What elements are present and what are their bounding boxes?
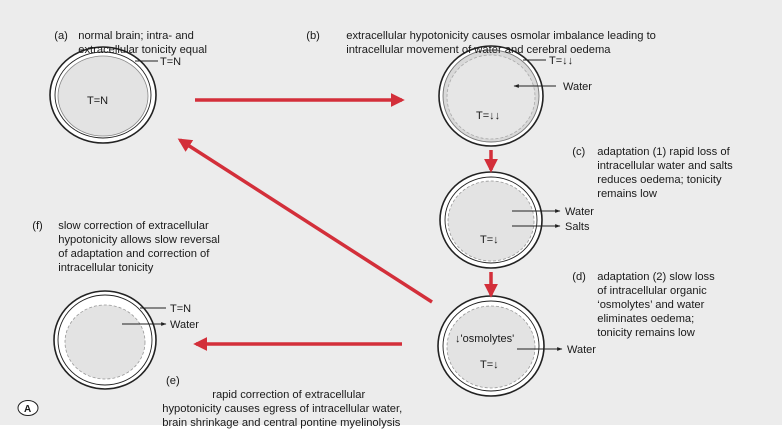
figure-letter: A xyxy=(24,404,31,415)
caption-d-text: adaptation (2) slow loss of intracellula… xyxy=(597,271,715,339)
brain-b xyxy=(438,45,544,147)
label-c-water: Water xyxy=(565,206,594,218)
brain-a xyxy=(49,46,157,144)
caption-a: (a) normal brain; intra- and extracellula… xyxy=(48,15,207,57)
label-b-inner: T=↓↓ xyxy=(476,110,500,122)
label-c-inner: T=↓ xyxy=(480,234,499,246)
caption-a-tag: (a) xyxy=(54,30,68,42)
brain-d xyxy=(437,295,545,397)
caption-f-tag: (f) xyxy=(32,220,43,232)
caption-f: (f) slow correction of extracellular hypo… xyxy=(26,205,220,275)
caption-f-text: slow correction of extracellular hypoton… xyxy=(58,220,220,274)
label-d-osmolytes: ↓'osmolytes' xyxy=(455,333,514,345)
label-b-outer: T=↓↓ xyxy=(549,55,573,67)
brain-c xyxy=(439,171,543,269)
figure-letter-badge: A xyxy=(17,400,39,416)
caption-c-tag: (c) xyxy=(572,146,586,158)
brain-e xyxy=(53,290,157,390)
label-a-inner: T=N xyxy=(87,95,108,107)
caption-b: (b) extracellular hypotonicity causes osm… xyxy=(300,15,656,57)
label-a-outer: T=N xyxy=(160,56,181,68)
label-c-salts: Salts xyxy=(565,221,590,233)
caption-a-text: normal brain; intra- and extracellular t… xyxy=(78,30,207,56)
caption-c-text: adaptation (1) rapid loss of intracellul… xyxy=(597,146,733,200)
label-e-water: Water xyxy=(170,319,199,331)
label-b-water: Water xyxy=(563,81,592,93)
caption-b-tag: (b) xyxy=(306,30,320,42)
arrow-d-to-a xyxy=(177,138,433,304)
caption-c: (c) adaptation (1) rapid loss of intracel… xyxy=(566,131,733,201)
label-e-outer: T=N xyxy=(170,303,191,315)
label-d-inner: T=↓ xyxy=(480,359,499,371)
caption-e-tag: (e) xyxy=(166,375,180,387)
caption-b-text: extracellular hypotonicity causes osmola… xyxy=(346,30,656,56)
label-d-water: Water xyxy=(567,344,596,356)
caption-d-tag: (d) xyxy=(572,271,586,283)
caption-d: (d) adaptation (2) slow loss of intracell… xyxy=(566,256,715,340)
